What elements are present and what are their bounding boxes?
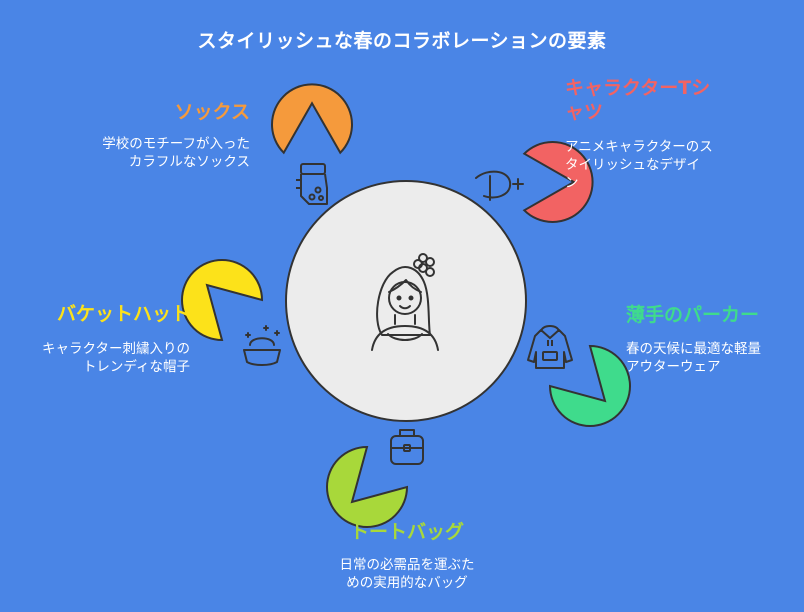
socks-label: ソックス: [174, 101, 250, 123]
tshirt-node[interactable]: [475, 125, 609, 238]
tshirt-drop: [522, 141, 594, 223]
tshirt-desc: アニメキャラクターのス タイリッシュなデザイ ン: [565, 139, 713, 191]
tshirt-label: キャラクターTシ ャツ: [565, 77, 711, 123]
hoodie-desc: 春の天候に最適な軽量 アウターウェア: [626, 341, 761, 375]
tote-label: トートバッグ: [349, 521, 464, 543]
hat-sparkle-icon: [243, 325, 281, 366]
hoodie-label: 薄手のパーカー: [626, 304, 760, 326]
socks-node[interactable]: [255, 68, 368, 205]
tote-node[interactable]: [326, 429, 424, 528]
tote-desc: 日常の必需品を運ぶた めの実用的なバッグ: [339, 557, 475, 591]
socks-drop: [271, 83, 353, 155]
disney-plus-icon: [475, 170, 524, 201]
hat-label: バケットハット: [56, 303, 190, 325]
tote-drop: [326, 445, 409, 528]
hoodie-icon: [527, 325, 573, 369]
socks-desc: 学校のモチーフが入った カラフルなソックス: [102, 136, 250, 170]
tote-bag-icon: [390, 429, 424, 465]
hat-node[interactable]: [181, 259, 281, 366]
socks-icon: [296, 163, 328, 205]
page-title: スタイリッシュな春のコラボレーションの要素: [197, 30, 607, 52]
center-circle: [285, 180, 527, 422]
girl-with-flower-icon: [371, 253, 439, 351]
hat-drop: [181, 259, 264, 342]
hoodie-drop: [548, 344, 631, 427]
hoodie-node[interactable]: [527, 325, 631, 427]
hat-desc: キャラクター刺繍入りの トレンディな帽子: [42, 341, 190, 375]
